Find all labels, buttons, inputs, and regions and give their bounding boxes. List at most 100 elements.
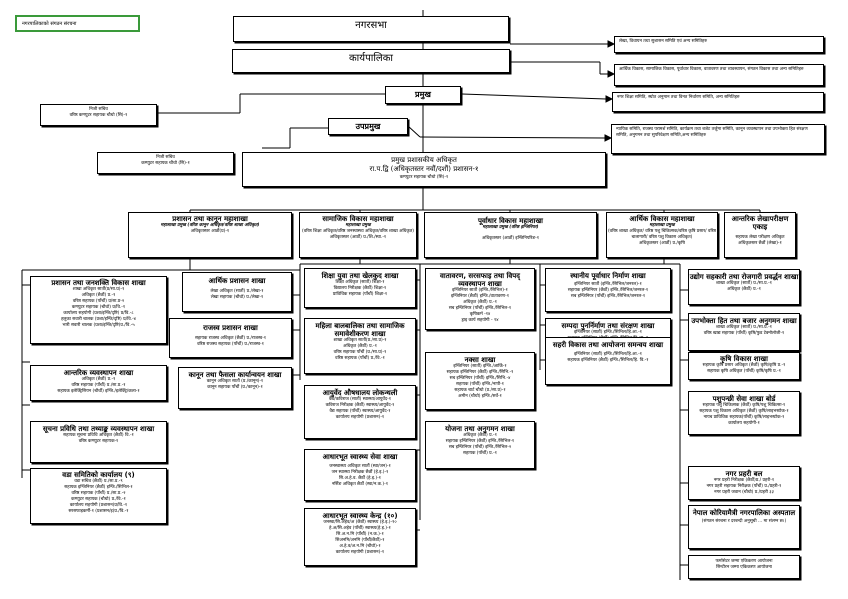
upapramukh-label: उपप्रमुख	[355, 122, 381, 131]
header-tag: नगरपालिकाको संगठन संरचना	[15, 15, 140, 32]
section-line: लेखा अधिकृत (सातौं) प्र./लेखा-१	[210, 289, 264, 295]
division-head: महाशाखा प्रमुख	[649, 223, 675, 229]
section-line: कार्यालय सहयोगी (प्रशासन)-१	[335, 414, 385, 420]
private-secretary-upapramukh: निजी सचिव कम्प्युटर सहायक चौथो (सि)-१	[97, 152, 234, 174]
section-line: वरिष्ठ सहायक पाँचौं (प्र./सा.प्र)-१	[333, 349, 387, 355]
division-economic-development: आर्थिक विकास महाशाखा महाशाखा प्रमुख (वरि…	[606, 212, 718, 258]
division-head: महाशाखा प्रमुख (वरिष्ठ कानून अधिकृत/वरिष…	[160, 223, 260, 229]
section-urban-development: सहरी विकास तथा आयोजना समन्वय शाखा इन्जिन…	[545, 337, 671, 385]
section-basic-health-centers: आधारभूत स्वास्थ्य केन्द्र (१०) जनस्वा/सि…	[304, 508, 416, 566]
division-line: अधिकृतस्तर आठौं(प्र)-१	[190, 228, 230, 234]
section-line: प्राविधिक सहायक (पाँचौं) शिक्षा-१	[332, 291, 388, 297]
section-line: अमीन (चौथो) इन्जि./सर्वे-१	[458, 393, 502, 399]
section-title: राजस्व प्रशासन शाखा	[203, 324, 258, 332]
sachiv2-title: निजी सचिव	[156, 155, 175, 160]
section-title: नेपाल कोरियामैत्री नगरपालिका अस्पताल	[692, 509, 796, 517]
section-local-infrastructure: स्थानीय पूर्वाधार निर्माण शाखा इन्जिनियर…	[545, 268, 671, 312]
section-line: वरिष्ठ सहायक (पाँचौं) प्र./सा.प्र.-१	[71, 382, 126, 388]
pramukh-label: प्रमुख	[415, 90, 431, 99]
section-line: सहायक सूचना प्रविधि अधिकृत (छैठौं) वि.-१	[63, 433, 134, 439]
division-infrastructure: पूर्वाधार विकास महाशाखा महाशाखा प्रमुख (…	[424, 212, 597, 258]
division-head: महाशाखा प्रमुख	[345, 223, 371, 229]
section-title: सम्पदा पुनर्निर्माण तथा संरक्षण शाखा	[561, 322, 655, 330]
section-title: आर्थिक प्रशासन शाखा	[208, 277, 266, 285]
section-line: नगर प्रहरी जवान (चौथो) प्र./प्रहरी ३३	[714, 489, 774, 495]
section-line: वैद्य सहायक (पाँचौं) स्वास्थ्य/आयुर्वेद-…	[329, 408, 391, 414]
sachiv1-title: निजी सचिव	[89, 107, 108, 112]
division-title: पूर्वाधार विकास महाशाखा	[478, 217, 543, 225]
section-title: महिला बालबालिका तथा सामाजिक समावेशीकरण श…	[315, 322, 405, 339]
section-line: शाखा अधिकृत सातौं(प्र./सा.प्र)-१	[333, 338, 387, 344]
section-line: वरिष्ठ कम्प्युटर सहायक-१	[78, 438, 119, 444]
section-line: इन्जिनियर सातौं (इन्जि./सिभिल/जनरल)-१	[574, 282, 642, 288]
cao-title: प्रमुख प्रशासकीय अधिकृत	[391, 156, 457, 164]
division-internal-audit: आन्तरिक लेखापरीक्षण एकाइ सहायक लेखा परीक…	[724, 212, 796, 258]
section-industry-cooperative: उद्योग सहकारी तथा रोजगारी प्रवर्द्धन शाख…	[688, 269, 800, 305]
section-line: कार्यालय सहयोगी (प्रशासन)प्र/वि.-१	[69, 502, 128, 508]
section-line: जन स्वास्थ्य निरीक्षक छैठौं (हे.इ.)-१	[331, 469, 389, 475]
sachiv2-post: कम्प्युटर सहायक चौथो (सि)-१	[141, 160, 190, 166]
section-title: नगर प्रहरी बल	[725, 470, 763, 478]
section-line: इन्जिनियर (सातौं) इन्जि./आर्कि-१	[453, 364, 507, 370]
section-line: सहायक (पाँचौं) इन्जि./नापी-१	[456, 381, 504, 387]
section-women-children-inclusion: महिला बालबालिका तथा सामाजिक समावेशीकरण श…	[304, 318, 416, 374]
section-it-data: सूचना प्रविधि तथा तथ्याङ्क व्यवस्थापन शा…	[30, 421, 167, 463]
section-line: सहायक (पाँचौं) प्र.-१	[463, 450, 497, 456]
section-title: पशुपन्छी सेवा शाखा बोर्ड	[712, 395, 776, 403]
section-line: वैद्य/कविराज (सातौं) स्वास्थ्य/आयुर्वेद-…	[328, 397, 392, 403]
section-title: शिक्षा युवा तथा खेलकुद शाखा	[321, 272, 399, 280]
division-title: प्रशासन तथा कानून महाशाखा	[172, 215, 248, 223]
karyapalika-label: कार्यपालिका	[349, 53, 393, 64]
section-line: सब इन्जिनियर (पाँचौं) इन्जि./सिभि.-४	[449, 375, 511, 381]
division-line: अधिकृतस्तर (आठौं) प्र./शि./स्वा.-१	[329, 234, 387, 240]
division-line: (वरिष्ठ शिक्षा अधिकृत/वरिष्ठ जनस्वास्थ्य…	[302, 228, 414, 234]
section-line: लेखा सहायक (चौथो) प्र./लेखा-१	[210, 294, 264, 300]
section-line: वरिष्ठ सहायक (पाँचौं) प्र./वि.-१	[335, 355, 385, 361]
section-line: कम्प्युटर सहायक (चौथो) प्र/वि.-१	[71, 304, 126, 310]
section-title: आयुर्वेद औषधालय लोकन्थली	[322, 389, 398, 397]
division-line: अधिकृतस्तर (आठौं) इन्जिनियरिङ-१	[481, 235, 540, 241]
division-social-development: सामाजिक विकास महाशाखा महाशाखा प्रमुख (वर…	[299, 212, 417, 258]
section-line: सहायक पशु चिकित्सक (छैठौं) कृषि/पशु चिकि…	[702, 403, 786, 409]
section-ward-offices: वडा समितिको कार्यालय (९) वडा सचिव (छैठौं…	[30, 468, 167, 524]
division-line: अधिकृतस्तर (आठौं) प्र./कृषि	[639, 240, 685, 246]
section-line: सहायक इन्जिनियर (छैठौं) इन्जि./सिभिल-१	[64, 484, 133, 490]
side-note-2: आर्थिक विकास, सामाजिक विकास, पूर्वाधार व…	[614, 64, 824, 86]
section-line: ड्राइ कार्य सहयोगी - १४	[461, 317, 499, 323]
section-line: (संगठन संरचना र दरबन्दी अनुसूची ... मा स…	[701, 519, 787, 525]
section-line: अ.हे.व/अ.न.मि (चौथो)-१	[339, 543, 381, 549]
section-title: आधारभूत स्वास्थ्य केन्द्र (१०)	[322, 512, 398, 520]
nagarsabha-label: नगरसभा	[355, 20, 387, 31]
cao-level: रा.प.द्वि (अधिकृतस्तर नवौं/दशौं) प्रशासन…	[369, 165, 479, 174]
section-consumer-market: उपभोक्ता हित तथा बजार अनुगमन शाखा शाखा अ…	[688, 313, 800, 351]
section-line: फर्मासेटर जम्मा एकिकरण आयोजना	[715, 559, 773, 564]
section-title: सूचना प्रविधि तथा तथ्याङ्क व्यवस्थापन शा…	[42, 425, 155, 433]
section-line: कम्प्युटर सहायक (चौथो) प्र./वि.-१	[71, 496, 126, 502]
section-line: वरिष्ठ खाद्य सहायक (पाँचौं) कृषि/फुड टेक…	[703, 330, 785, 336]
section-line: सहायक इलेक्ट्रिसियन (चौथौं) इन्जि./इलेक्…	[57, 388, 140, 394]
section-line: सहायक कृषि प्रसार अधिकृत (छैठौं) कृषि/कृ…	[702, 363, 786, 369]
cao-support: कम्प्युटर सहायक चौथो (सि)-१	[399, 174, 449, 180]
section-law-judgement: कानून तथा फैसला कार्यान्वयन शाखा कानून अ…	[178, 367, 292, 409]
section-line: शाखा अधिकृत (सातौं) प्र./सा.प्र.-१	[716, 325, 772, 331]
section-line: शाखा अधिकृत सातौं(प्र/सा.प्र)-१	[72, 287, 125, 293]
section-municipal-police: नगर प्रहरी बल नगर प्रहरी निरीक्षक (छैठौं…	[688, 466, 800, 500]
section-line: इन्जिनियर (सातौं) इन्जि./सिभिल/हि.आ.-१	[574, 352, 642, 358]
chief-administrative-officer: प्रमुख प्रशासकीय अधिकृत रा.प.द्वि (अधिकृ…	[242, 152, 606, 187]
section-line: सहायक पशु विकास अधिकृत (छैठौं) कृषि/लाइभ…	[699, 408, 789, 414]
section-line: नर्सिङ अधिकृत छैठौं (स्वा/न.क.)-१	[331, 481, 389, 487]
section-line: अधिकृत (छैठौं) प्र.-१	[343, 344, 377, 350]
section-title: वडा समितिको कार्यालय (९)	[62, 471, 135, 479]
section-line: कानून सहायक पाँचौं (प्र./कानून)-१	[207, 384, 263, 390]
section-line: सब इन्जिनियर (पाँचौं) इन्जि./सिभिल-१	[448, 305, 512, 311]
section-admin-hr: प्रशासन तथा जनशक्ति विकास शाखा शाखा अधिक…	[30, 276, 167, 344]
side-note-1: लेखा, विधायन तथा सुशासन समिति एवं अन्य स…	[614, 36, 824, 53]
section-line: जनस्वास्थ्य अधिकृत सातौं (स्वा/जन)-१	[329, 464, 391, 470]
section-line: इन्जिनियर (सातौं) इन्जि./सिभिल/हि.आ.-१	[574, 330, 642, 336]
section-line: जनस्वा/सि.अहेव/अ (छैठौं) स्वास्थ्य (हे.इ…	[323, 520, 397, 526]
section-line: सब इन्जिनियर (पाँचौं) इन्जि./सिभिल-२	[448, 444, 512, 450]
side-note-3: नगर शिक्षा समिति, स्थोत अनुमान तथा विनत …	[612, 92, 824, 112]
section-line: सब इन्जिनियर (पाँचौं) इन्जि./सिभिल/जनरल-…	[570, 293, 646, 299]
section-internal-management: आन्तरिक व्यवस्थापन शाखा अधिकृत (छैठौं) प…	[30, 365, 167, 401]
